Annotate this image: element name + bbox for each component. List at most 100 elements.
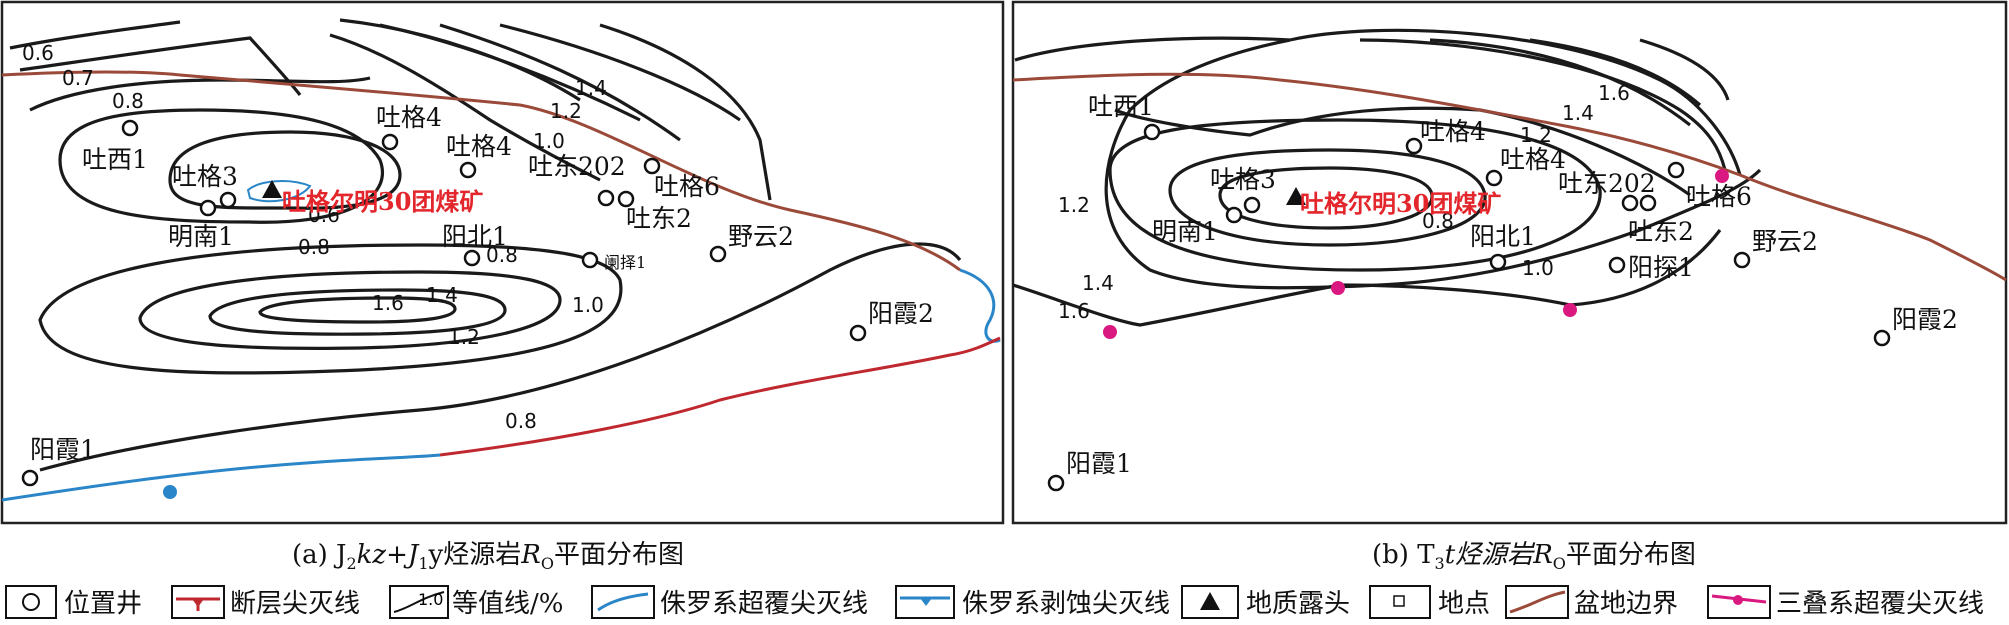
contour-line xyxy=(599,23,772,201)
well-label: 吐东202 xyxy=(1558,169,1656,198)
well-marker xyxy=(597,189,615,207)
well-label: 阳北1 xyxy=(1470,222,1536,251)
contour-label: 1.2 xyxy=(448,325,480,349)
contour-label: 1.6 xyxy=(1058,299,1090,323)
contour-line xyxy=(1012,229,1722,327)
panel-b: 1.6 1.4 1.2 1.0 0.8 1.2 1.4 1.6 吐西1 吐格4 … xyxy=(1011,0,2008,573)
triassic-overlap-marker xyxy=(1563,303,1577,317)
well-marker xyxy=(1489,253,1507,271)
well-marker xyxy=(617,190,635,208)
contour-line xyxy=(58,108,384,224)
well-label: 阳霞1 xyxy=(1066,449,1132,478)
contour-label: 1.6 xyxy=(372,291,404,315)
contour-line xyxy=(499,23,741,122)
well-label: 吐格6 xyxy=(654,172,720,201)
well-label: 阳探1 xyxy=(1628,253,1694,282)
contour-line xyxy=(39,242,962,472)
contour-line xyxy=(1639,38,1730,101)
well-marker xyxy=(643,157,661,175)
contour-label: 0.8 xyxy=(298,235,330,259)
contour-label: 0.8 xyxy=(505,409,537,433)
panel-a-contour-labels: 0.6 0.7 0.8 1.4 1.2 1.0 0.6 0.8 0.8 1.6 … xyxy=(22,41,607,433)
legend: 位置井 断层尖灭线 1.0 等值线/% 侏罗系超覆尖灭线 侏罗系剥蚀尖灭线 地质… xyxy=(5,585,1984,619)
contour-line xyxy=(1429,38,1691,127)
contour-label: 1.4 xyxy=(575,76,607,100)
contour-line xyxy=(9,20,181,50)
contour-label: 1.0 xyxy=(1522,256,1554,280)
well-marker xyxy=(1485,169,1503,187)
panel-b-caption: (b) T3t烃源岩RO平面分布图 xyxy=(1372,540,1696,573)
contour-line xyxy=(208,288,507,336)
panel-b-contours xyxy=(1012,28,1762,327)
well-marker xyxy=(849,324,867,342)
well-label: 阳北1 xyxy=(442,222,508,251)
basin-boundary-line xyxy=(1012,72,2007,282)
legend-label: 位置井 xyxy=(64,589,142,619)
triassic-overlap-marker xyxy=(1331,281,1345,295)
panel-a: 0.6 0.7 0.8 1.4 1.2 1.0 0.6 0.8 0.8 1.6 … xyxy=(0,0,1005,573)
well-marker xyxy=(1639,194,1657,212)
jurassic-overlap-outline xyxy=(246,180,312,203)
contour-label: 1.4 xyxy=(1082,271,1114,295)
well-label: 野云2 xyxy=(728,222,794,251)
well-marker xyxy=(21,469,39,487)
contour-label: 1.0 xyxy=(572,293,604,317)
legend-outcrop-icon xyxy=(1200,592,1220,610)
well-label: 阳霞1 xyxy=(30,435,96,464)
well-marker xyxy=(121,119,139,137)
legend-label: 等值线/% xyxy=(452,589,563,619)
panel-b-wells: 吐西1 吐格4 吐格3 吐格4 吐东202 吐格6 明南1 阳北1 吐东2 阳探… xyxy=(1047,92,1958,492)
jurassic-overlap-line xyxy=(1,453,441,502)
well-marker xyxy=(1608,256,1626,274)
outcrop-label: 吐格尔明30团煤矿 xyxy=(1300,189,1501,218)
panel-a-frame xyxy=(0,0,1005,525)
legend-label: 盆地边界 xyxy=(1574,589,1678,619)
legend-contour-icon xyxy=(393,591,445,613)
triassic-overlap-marker xyxy=(1103,325,1117,339)
contour-label: 0.6 xyxy=(22,41,54,65)
contour-label: 0.6 xyxy=(308,203,340,227)
well-marker xyxy=(709,245,727,263)
outcrop-marker xyxy=(262,180,282,198)
contour-label: 0.8 xyxy=(1422,209,1454,233)
well-label: 明南1 xyxy=(1152,217,1218,246)
contour-line xyxy=(329,33,601,182)
well-marker xyxy=(1143,123,1161,141)
panel-b-frame xyxy=(1011,0,2008,525)
legend-place-icon xyxy=(1393,595,1405,607)
panel-a-contours xyxy=(9,18,962,472)
contour-label: 1.2 xyxy=(1058,193,1090,217)
contour-line xyxy=(29,76,371,112)
contour-line xyxy=(379,23,641,122)
contour-label: 1.4 xyxy=(1562,101,1594,125)
well-label: 吐格3 xyxy=(172,162,238,191)
contour-label: 0.8 xyxy=(486,243,518,267)
well-label: 明南1 xyxy=(168,222,234,251)
contour-line xyxy=(258,296,457,324)
legend-label: 地点 xyxy=(1438,589,1490,619)
contour-line xyxy=(1529,38,1702,107)
well-label: 吐格4 xyxy=(1500,145,1566,174)
legend-basin-icon xyxy=(1509,590,1566,614)
legend-label: 断层尖灭线 xyxy=(230,589,360,619)
jurassic-overlap-marker xyxy=(163,485,177,499)
well-label: 吐格4 xyxy=(1420,117,1486,146)
contour-label: 1.2 xyxy=(1520,123,1552,147)
well-label: 吐格4 xyxy=(446,132,512,161)
contour-line xyxy=(19,36,302,96)
well-label: 吐东202 xyxy=(528,152,626,181)
legend-jurassic-overlap-icon xyxy=(597,592,649,612)
well-label: 野云2 xyxy=(1752,227,1818,256)
well-label: 吐西1 xyxy=(1088,92,1154,121)
well-marker xyxy=(219,191,237,209)
fault-line xyxy=(439,336,1001,457)
legend-contour-sample: 1.0 xyxy=(418,590,443,609)
panel-b-contour-labels: 1.6 1.4 1.2 1.0 0.8 1.2 1.4 1.6 xyxy=(1058,81,1630,323)
well-marker xyxy=(463,249,481,267)
well-marker xyxy=(1873,329,1891,347)
legend-jurassic-overlap-box xyxy=(591,585,655,619)
well-label: 吐格3 xyxy=(1210,165,1276,194)
contour-label: 1.6 xyxy=(1598,81,1630,105)
contour-label: 1.2 xyxy=(550,99,582,123)
